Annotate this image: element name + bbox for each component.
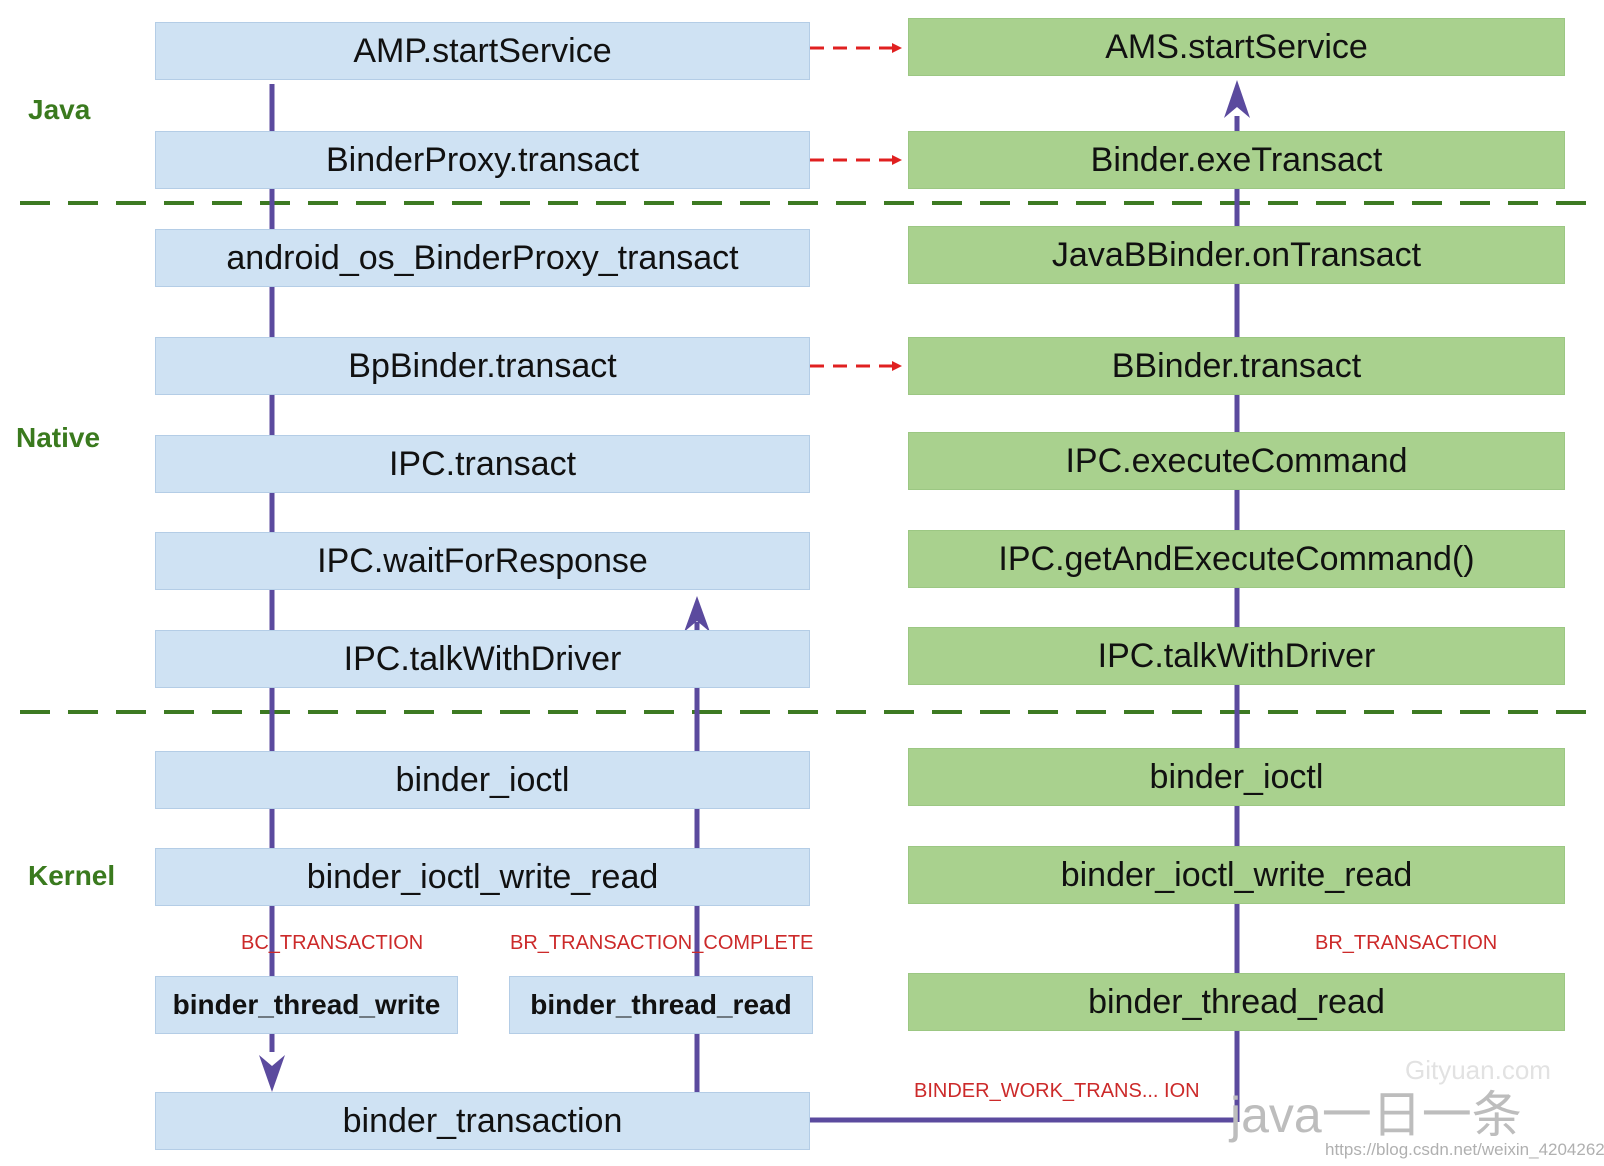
- node-binder-exe-transact: Binder.exeTransact: [908, 131, 1565, 189]
- node-android-os-binder-proxy-transact: android_os_BinderProxy_transact: [155, 229, 810, 287]
- reply-flow-arrowhead: [684, 596, 710, 632]
- node-client-binder-ioctl: binder_ioctl: [155, 751, 810, 809]
- node-client-ipc-talk-with-driver: IPC.talkWithDriver: [155, 630, 810, 688]
- layer-label-java: Java: [28, 94, 91, 125]
- node-ipc-wait-for-response: IPC.waitForResponse: [155, 532, 810, 590]
- tag-br-transaction-complete: BR_TRANSACTION_COMPLETE: [510, 932, 814, 954]
- server-flow-arrowhead: [1224, 80, 1250, 118]
- tag-binder-work-transaction: BINDER_WORK_TRANS... ION: [914, 1080, 1200, 1102]
- node-server-binder-ioctl-write-read: binder_ioctl_write_read: [908, 846, 1565, 904]
- node-bp-binder-transact: BpBinder.transact: [155, 337, 810, 395]
- watermark-brand: java一日一条: [1230, 1087, 1522, 1143]
- node-binder-transaction: binder_transaction: [155, 1092, 810, 1150]
- node-bbinder-transact: BBinder.transact: [908, 337, 1565, 395]
- tag-bc-transaction: BC_TRANSACTION: [241, 932, 424, 954]
- watermark-site: Gityuan.com: [1405, 1055, 1551, 1085]
- client-flow-arrowhead: [259, 1055, 285, 1092]
- node-server-ipc-talk-with-driver: IPC.talkWithDriver: [908, 627, 1565, 685]
- node-binder-thread-write: binder_thread_write: [155, 976, 458, 1034]
- node-ipc-execute-command: IPC.executeCommand: [908, 432, 1565, 490]
- node-server-binder-ioctl: binder_ioctl: [908, 748, 1565, 806]
- node-client-binder-ioctl-write-read: binder_ioctl_write_read: [155, 848, 810, 906]
- node-ipc-get-and-execute-command: IPC.getAndExecuteCommand(): [908, 530, 1565, 588]
- node-server-binder-thread-read: binder_thread_read: [908, 973, 1565, 1031]
- node-binder-proxy-transact: BinderProxy.transact: [155, 131, 810, 189]
- layer-label-kernel: Kernel: [28, 860, 116, 891]
- watermark-url: https://blog.csdn.net/weixin_42042620: [1325, 1140, 1604, 1159]
- node-amp-start-service: AMP.startService: [155, 22, 810, 80]
- node-ams-start-service: AMS.startService: [908, 18, 1565, 76]
- node-ipc-transact: IPC.transact: [155, 435, 810, 493]
- tag-br-transaction: BR_TRANSACTION: [1315, 932, 1498, 954]
- layer-label-native: Native: [16, 422, 101, 453]
- node-java-bbinder-on-transact: JavaBBinder.onTransact: [908, 226, 1565, 284]
- node-client-binder-thread-read: binder_thread_read: [509, 976, 813, 1034]
